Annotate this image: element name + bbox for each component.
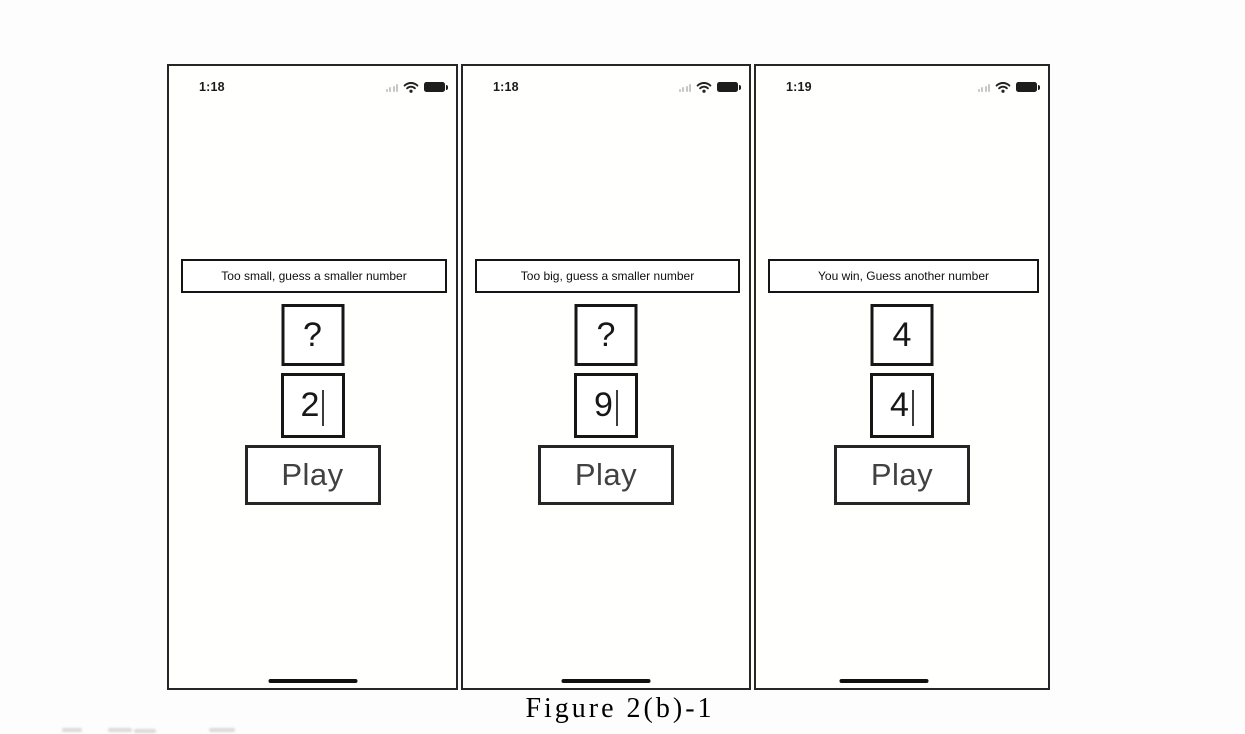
battery-icon xyxy=(717,82,741,92)
game-message-box: You win, Guess another number xyxy=(768,259,1039,293)
answer-value: ? xyxy=(303,315,322,354)
game-message-text: Too big, guess a smaller number xyxy=(520,269,695,283)
status-bar: 1:19 xyxy=(756,78,1048,96)
text-cursor xyxy=(322,389,325,426)
guess-input-field[interactable]: 9 xyxy=(574,373,638,438)
game-message-box: Too small, guess a smaller number xyxy=(181,259,447,293)
figure-caption: Figure 2(b)-1 xyxy=(525,693,715,724)
play-button[interactable]: Play xyxy=(538,445,674,505)
wifi-icon xyxy=(995,82,1011,93)
guess-input-field[interactable]: 4 xyxy=(870,373,934,438)
status-bar: 1:18 xyxy=(169,78,456,96)
home-indicator[interactable] xyxy=(561,679,651,683)
status-icons xyxy=(977,81,1040,93)
cutoff-text-fragment xyxy=(62,728,82,732)
status-icons xyxy=(678,81,741,93)
text-cursor xyxy=(911,389,914,426)
answer-value: ? xyxy=(596,315,616,354)
battery-icon xyxy=(424,82,448,92)
wifi-icon xyxy=(696,82,712,93)
text-cursor xyxy=(615,389,618,426)
game-message-box: Too big, guess a smaller number xyxy=(475,259,740,293)
home-indicator[interactable] xyxy=(839,679,929,683)
status-time: 1:18 xyxy=(199,80,225,94)
cutoff-text-fragment xyxy=(108,728,132,732)
guess-value: 9 xyxy=(594,386,613,424)
answer-display-box: 4 xyxy=(870,304,934,366)
answer-display-box: ? xyxy=(281,304,344,366)
answer-value: 4 xyxy=(892,315,912,354)
home-indicator[interactable] xyxy=(268,679,357,683)
status-time: 1:19 xyxy=(786,80,812,94)
cutoff-text-fragment xyxy=(209,728,235,732)
cellular-signal-icon xyxy=(977,83,990,92)
cellular-signal-icon xyxy=(385,83,398,92)
guess-value: 2 xyxy=(300,386,320,424)
cutoff-text-fragment xyxy=(134,729,156,733)
cellular-signal-icon xyxy=(678,83,691,92)
status-icons xyxy=(385,81,448,93)
game-message-text: Too small, guess a smaller number xyxy=(221,269,407,283)
game-message-text: You win, Guess another number xyxy=(818,269,989,283)
play-button[interactable]: Play xyxy=(244,445,381,505)
answer-display-box: ? xyxy=(574,304,638,366)
status-bar: 1:18 xyxy=(463,78,749,96)
phone-screenshot-2: 1:18 Too big, guess a smaller number ? 9… xyxy=(461,64,751,690)
phone-screenshot-1: 1:18 Too small, guess a smaller number ?… xyxy=(167,64,458,690)
status-time: 1:18 xyxy=(493,80,519,94)
battery-icon xyxy=(1016,82,1040,92)
guess-value: 4 xyxy=(890,386,909,424)
play-button[interactable]: Play xyxy=(834,445,970,505)
phone-screenshot-3: 1:19 You win, Guess another number 4 4 P… xyxy=(754,64,1050,690)
wifi-icon xyxy=(403,82,419,93)
guess-input-field[interactable]: 2 xyxy=(280,373,345,438)
